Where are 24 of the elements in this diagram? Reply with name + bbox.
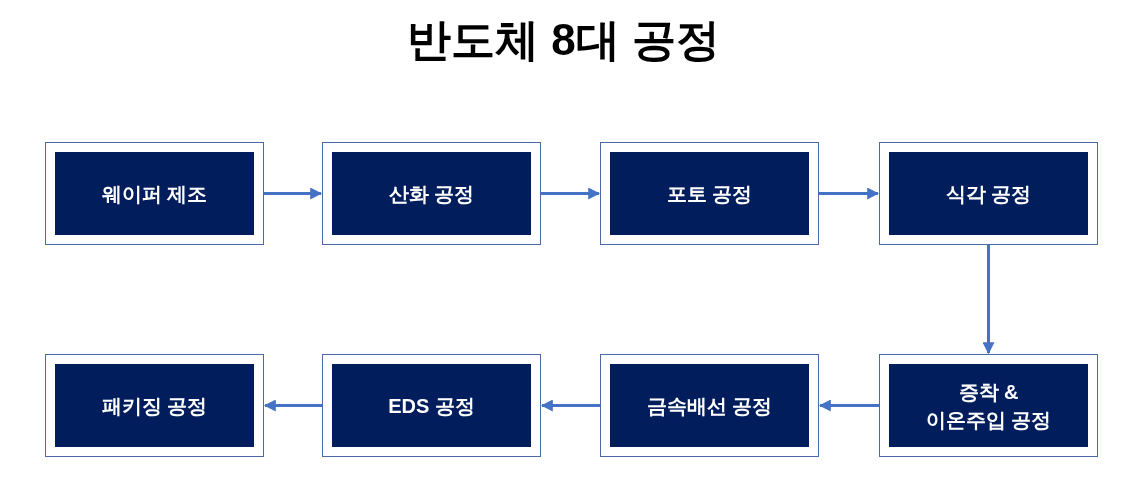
process-label: 식각 공정 xyxy=(945,181,1032,207)
arrow xyxy=(263,399,322,412)
process-label: 산화 공정 xyxy=(388,181,475,207)
arrow xyxy=(540,399,600,412)
process-box xyxy=(322,142,541,245)
arrow xyxy=(819,187,880,200)
process-box xyxy=(45,354,264,457)
process-label: 증착 & 이온주입 공정 xyxy=(924,379,1053,433)
process-box xyxy=(322,354,541,457)
arrow xyxy=(264,187,323,200)
process-box xyxy=(879,142,1098,245)
process-box xyxy=(600,354,819,457)
arrow xyxy=(818,399,879,412)
process-box xyxy=(600,142,819,245)
arrow xyxy=(982,245,995,355)
process-label: 금속배선 공정 xyxy=(646,393,773,419)
process-label: 패키징 공정 xyxy=(101,393,208,419)
process-label: 포토 공정 xyxy=(666,181,753,207)
title: 반도체 8대 공정 xyxy=(407,14,720,66)
process-label: EDS 공정 xyxy=(388,393,475,419)
arrow xyxy=(541,187,601,200)
process-box xyxy=(45,142,264,245)
process-box xyxy=(879,354,1098,457)
process-label: 웨이퍼 제조 xyxy=(101,181,208,207)
